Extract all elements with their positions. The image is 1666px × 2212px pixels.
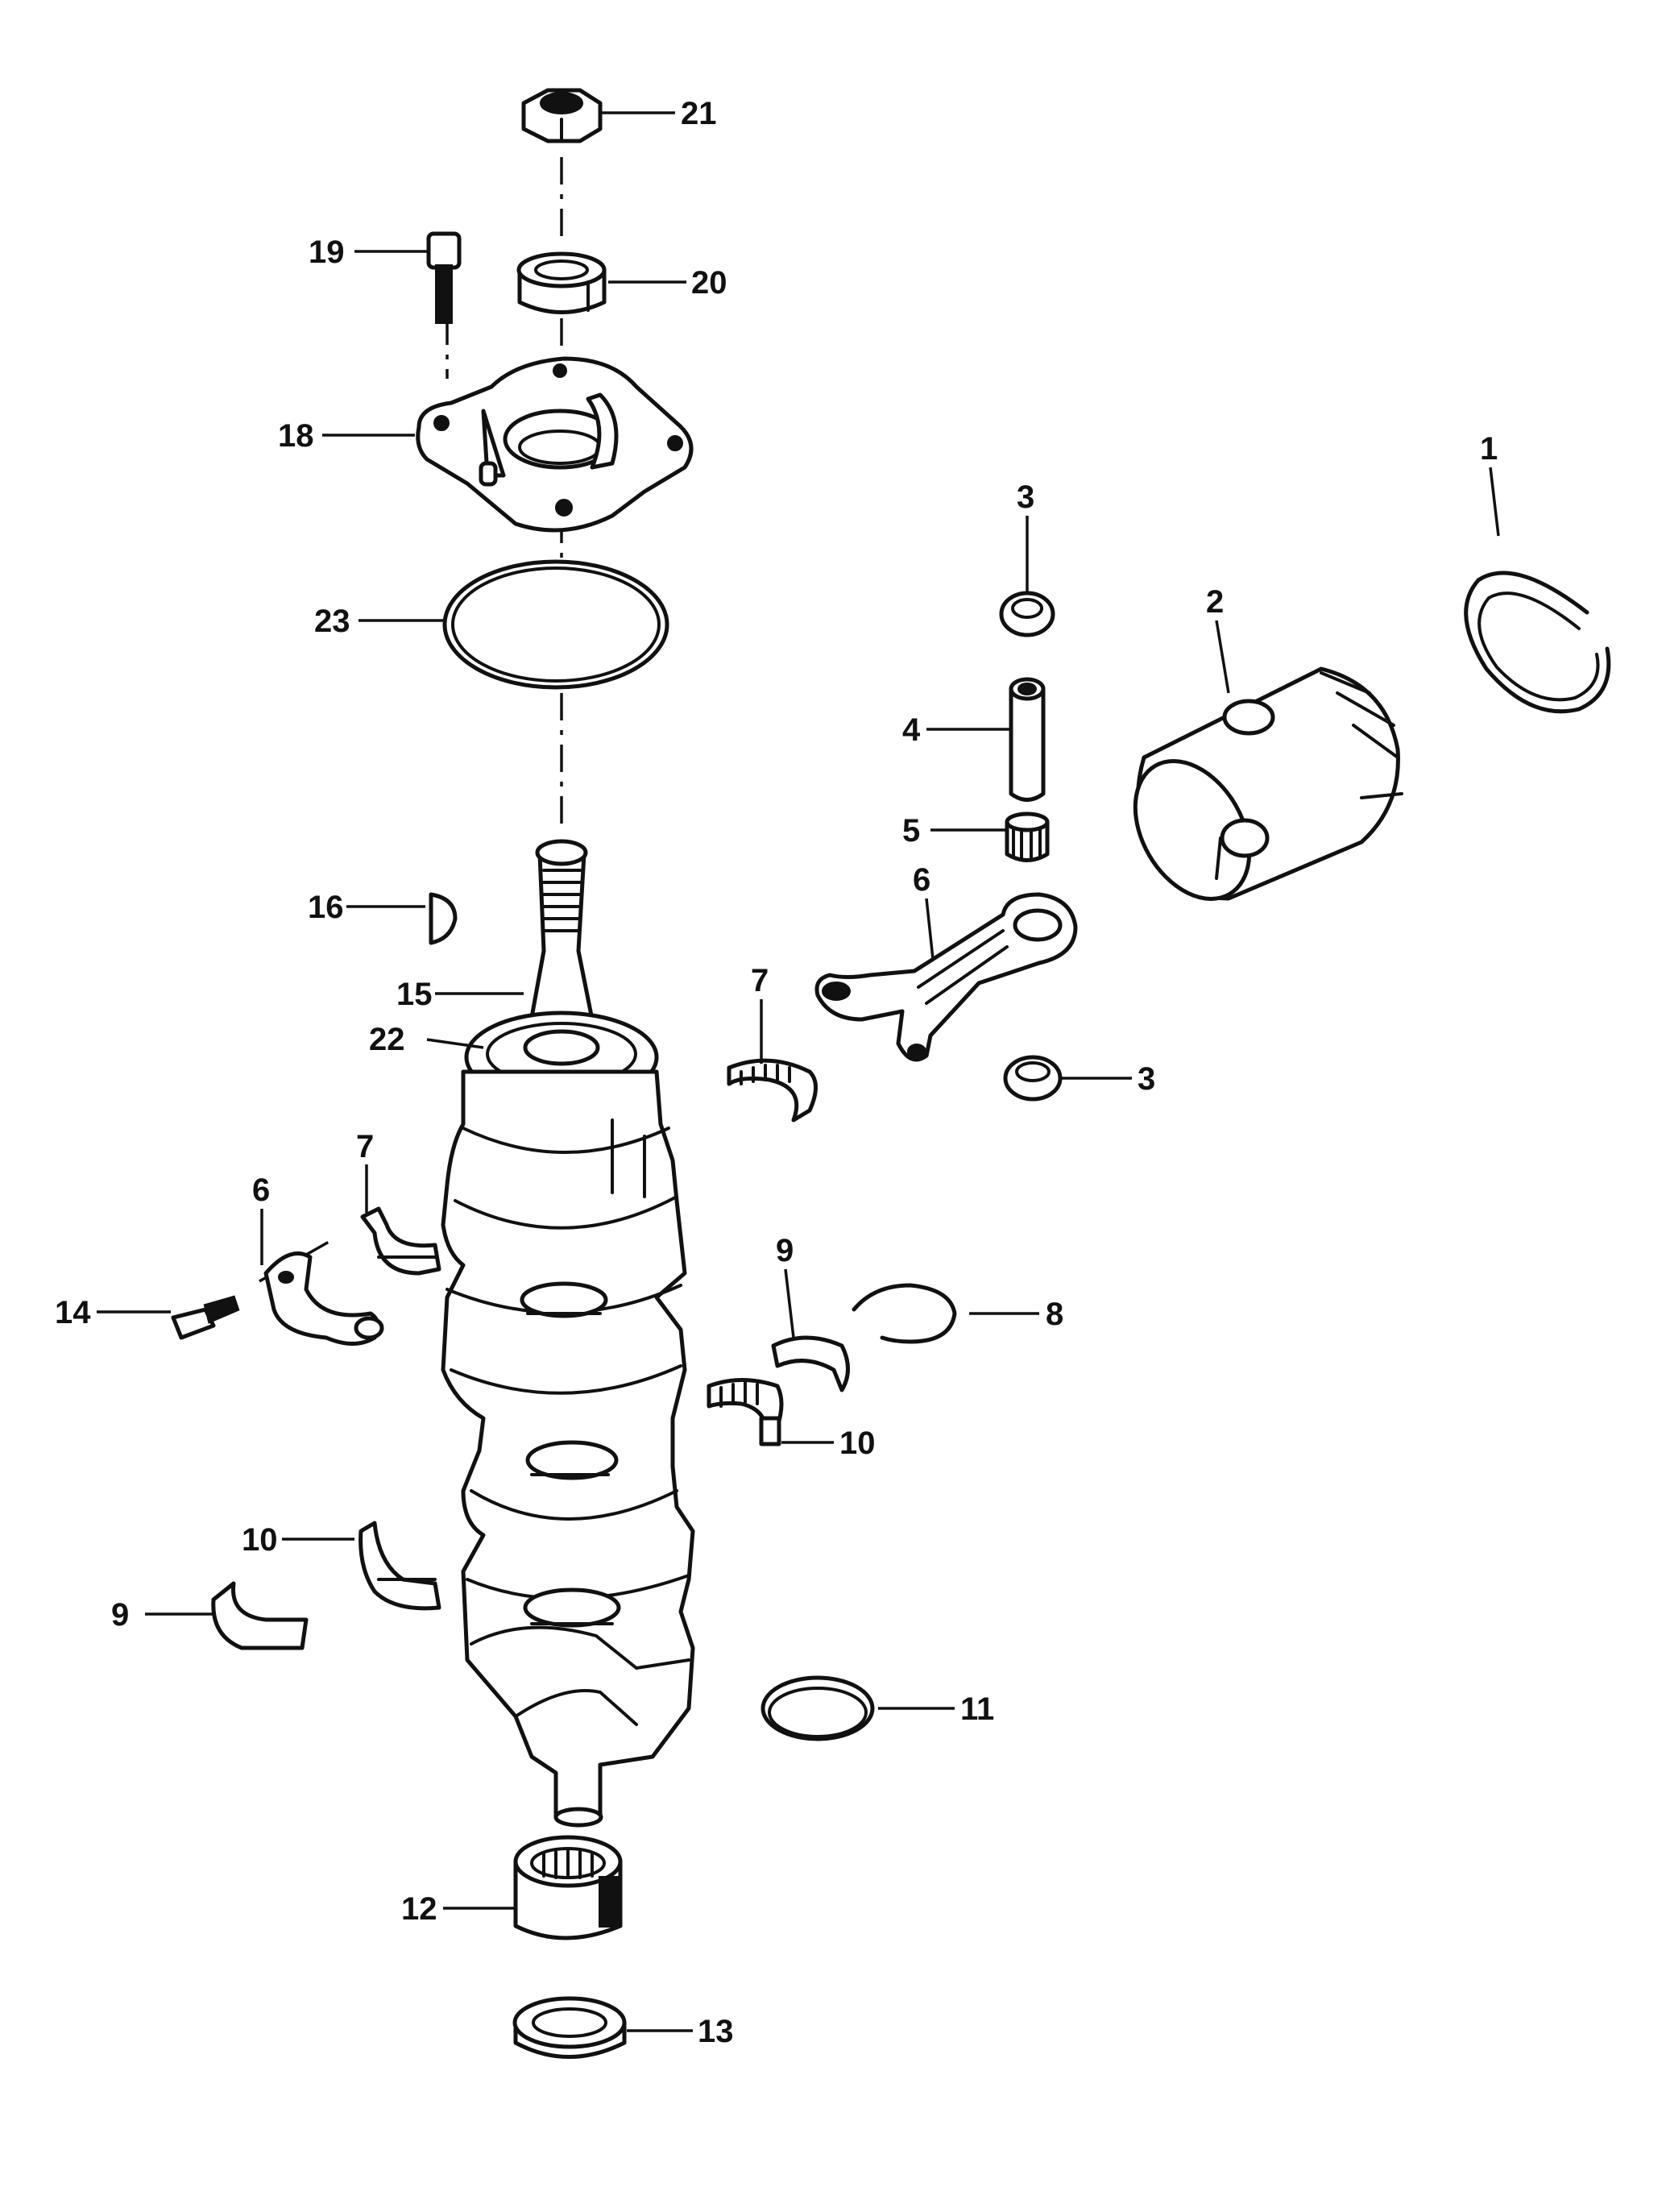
part-3-lower-cup [1003, 1055, 1063, 1102]
part-7-upper-bearing-cage [727, 1058, 818, 1123]
callout-5: 5 [902, 813, 920, 849]
callout-4: 4 [902, 712, 921, 748]
callout-9-left: 9 [111, 1597, 129, 1633]
part-20-seal [516, 251, 607, 314]
part-6-rod-cap [263, 1251, 384, 1346]
callout-20: 20 [691, 265, 727, 301]
part-6-connecting-rod [814, 892, 1078, 1062]
part-16-woodruff-key [429, 892, 458, 945]
callout-labels: 21 20 19 18 23 3 2 1 4 5 6 3 7 16 15 22 … [55, 96, 1498, 2049]
callout-18: 18 [278, 418, 314, 454]
callout-19: 19 [309, 234, 345, 270]
part-3-upper-cup [999, 591, 1055, 637]
callout-2: 2 [1206, 584, 1224, 620]
part-13-seal [512, 1996, 627, 2059]
part-9-left-race [211, 1581, 309, 1650]
callout-23: 23 [314, 604, 350, 639]
part-18-housing-plate [416, 356, 694, 533]
callout-7-upper: 7 [751, 963, 769, 998]
callout-15: 15 [396, 977, 433, 1012]
callout-9-right: 9 [776, 1233, 794, 1268]
part-21-nut [521, 88, 603, 143]
callout-3-lower: 3 [1138, 1061, 1155, 1097]
callout-6-rod: 6 [913, 862, 930, 898]
callout-16: 16 [308, 890, 344, 925]
part-7-lower-bearing-cage [360, 1206, 441, 1276]
part-8-retaining-ring [852, 1283, 957, 1344]
leader-lines [97, 111, 1500, 2032]
part-10-left-bearing-cage [358, 1521, 441, 1611]
part-4-piston-pin [1009, 677, 1046, 802]
callout-1: 1 [1480, 431, 1498, 467]
callout-11: 11 [960, 1691, 994, 1727]
callout-10-right: 10 [839, 1426, 876, 1461]
part-19-screw [426, 231, 462, 324]
callout-7-lower: 7 [356, 1129, 374, 1164]
callout-21: 21 [681, 96, 717, 131]
part-5-needle-bearing [1005, 811, 1050, 862]
part-15-crankshaft-taper [525, 839, 599, 1042]
part-12-roller-bearing [513, 1835, 623, 1940]
callout-3-upper: 3 [1017, 479, 1034, 515]
part-9-right-race [771, 1335, 850, 1392]
callout-22: 22 [369, 1022, 405, 1057]
part-14-rod-bolt [171, 1295, 240, 1340]
callout-14: 14 [55, 1295, 91, 1330]
part-2-piston [1133, 666, 1403, 901]
callout-10-left: 10 [242, 1522, 278, 1558]
part-23-o-ring [442, 559, 669, 690]
crankshaft-body [441, 1069, 695, 1828]
callout-12: 12 [401, 1891, 437, 1927]
callout-13: 13 [698, 2014, 734, 2049]
part-1-piston-ring [1464, 571, 1611, 714]
part-10-right-bearing-cage [707, 1378, 784, 1446]
callout-8: 8 [1046, 1297, 1063, 1332]
callout-6-cap: 6 [252, 1172, 270, 1208]
part-11-retaining-ring [760, 1675, 875, 1741]
